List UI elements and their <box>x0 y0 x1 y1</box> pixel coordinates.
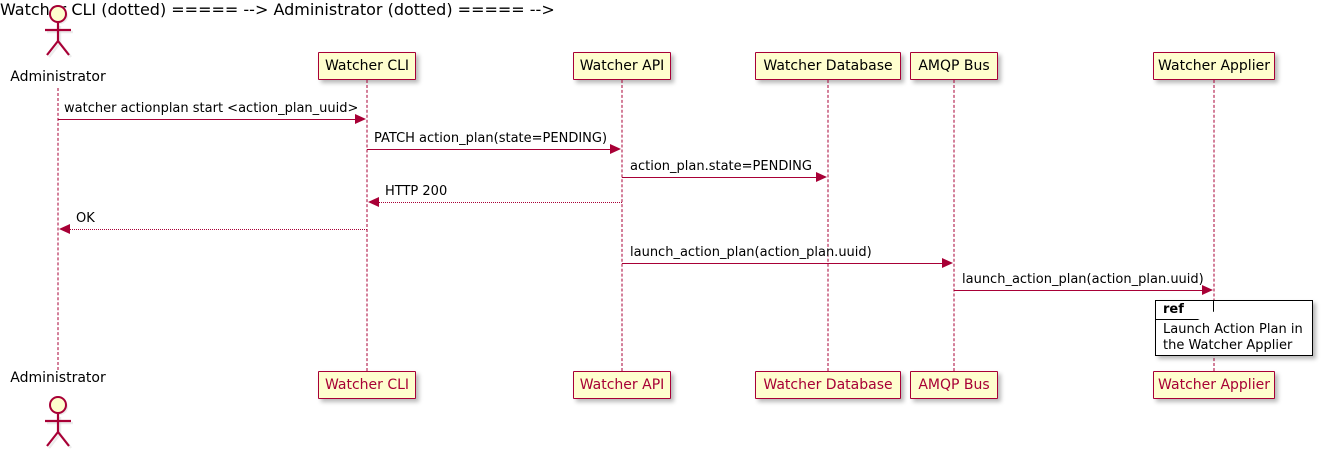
message-arrowhead-4 <box>368 197 379 207</box>
message-label-6: launch_action_plan(action_plan.uuid) <box>630 245 872 260</box>
actor-administrator-bottom-label: Administrator <box>10 370 106 386</box>
message-line-3 <box>622 177 817 178</box>
participant-amqp-bus-top[interactable]: AMQP Bus <box>910 52 998 80</box>
participant-watcher-cli-bottom[interactable]: Watcher CLI <box>318 371 416 399</box>
message-arrowhead-6 <box>942 258 953 268</box>
lifeline-amqp-bus <box>953 80 955 371</box>
message-arrowhead-7 <box>1202 285 1213 295</box>
message-arrowhead-1 <box>355 114 366 124</box>
participant-watcher-applier-bottom[interactable]: Watcher Applier <box>1153 371 1275 399</box>
lifeline-watcher-api <box>621 80 623 371</box>
actor-figure-icon <box>45 396 73 449</box>
lifeline-watcher-database <box>827 80 829 371</box>
message-label-3: action_plan.state=PENDING <box>630 159 812 174</box>
lifeline-administrator <box>57 88 59 370</box>
lifeline-watcher-cli <box>366 80 368 371</box>
participant-watcher-applier-top[interactable]: Watcher Applier <box>1153 52 1275 80</box>
lifeline-watcher-applier <box>1213 80 1215 371</box>
participant-amqp-bus-bottom[interactable]: AMQP Bus <box>910 371 998 399</box>
participant-watcher-database-top[interactable]: Watcher Database <box>755 52 901 80</box>
message-label-2: PATCH action_plan(state=PENDING) <box>374 131 608 146</box>
ref-fragment-text: Launch Action Plan in the Watcher Applie… <box>1163 322 1303 353</box>
message-label-7: launch_action_plan(action_plan.uuid) <box>962 272 1204 287</box>
message-line-6 <box>622 263 943 264</box>
message-line-5 <box>70 229 367 230</box>
participant-watcher-cli-top[interactable]: Watcher CLI <box>318 52 416 80</box>
actor-administrator-top-label: Administrator <box>10 69 106 85</box>
message-arrowhead-2 <box>610 144 621 154</box>
message-label-5: OK <box>76 211 95 226</box>
message-label-4: HTTP 200 <box>385 184 448 199</box>
participant-watcher-api-top[interactable]: Watcher API <box>573 52 671 80</box>
participant-watcher-api-bottom[interactable]: Watcher API <box>573 371 671 399</box>
message-line-4 <box>379 202 622 203</box>
participant-watcher-database-bottom[interactable]: Watcher Database <box>755 371 901 399</box>
message-label-1: watcher actionplan start <action_plan_uu… <box>64 101 359 116</box>
actor-administrator-top <box>36 2 80 58</box>
actor-administrator-bottom <box>36 393 80 449</box>
message-line-1 <box>58 119 356 120</box>
actor-figure-icon <box>45 5 73 58</box>
ref-fragment-tab-label: ref <box>1156 301 1214 320</box>
ref-fragment-box: ref Launch Action Plan in the Watcher Ap… <box>1155 300 1313 356</box>
message-arrowhead-3 <box>816 172 827 182</box>
message-line-7 <box>954 290 1203 291</box>
message-line-2 <box>367 149 611 150</box>
message-arrowhead-5 <box>59 224 70 234</box>
